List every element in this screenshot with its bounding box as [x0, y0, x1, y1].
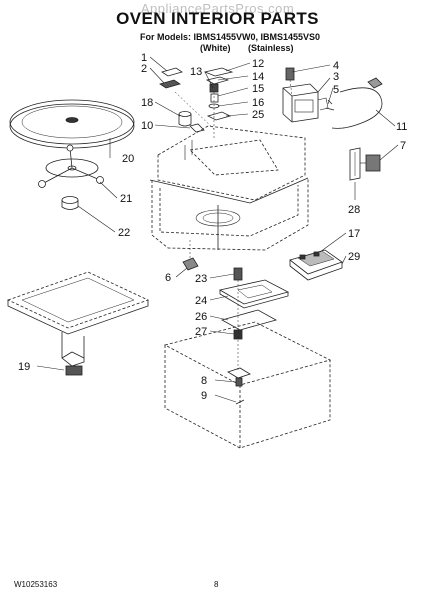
callout-14: 14 [252, 71, 264, 83]
fuse-holder-drawing [349, 147, 381, 181]
callout-29: 29 [348, 251, 360, 263]
callout-26: 26 [195, 311, 207, 323]
callout-3: 3 [333, 71, 339, 83]
control-board-drawing [289, 249, 343, 281]
page-title: OVEN INTERIOR PARTS [116, 9, 319, 28]
callout-numbers: 1 2 3 4 5 6 7 8 9 10 11 12 13 14 15 16 1… [18, 52, 407, 402]
callout-13: 13 [190, 66, 202, 78]
callout-20: 20 [122, 153, 134, 165]
document-number: W10253163 [14, 580, 58, 589]
variant-white: (White) [200, 43, 231, 53]
callout-16: 16 [252, 97, 264, 109]
callout-21: 21 [120, 193, 132, 205]
callout-5: 5 [333, 84, 339, 96]
base-plate-drawing [163, 321, 332, 449]
oven-cavity-drawing [151, 178, 309, 251]
callout-17: 17 [348, 228, 360, 240]
callout-23: 23 [195, 273, 207, 285]
callout-11: 11 [396, 121, 407, 133]
callout-9: 9 [201, 390, 207, 402]
callout-28: 28 [348, 204, 360, 216]
callout-7: 7 [400, 140, 406, 152]
callout-19: 19 [18, 361, 30, 373]
turntable-tray-drawing [9, 99, 135, 149]
page-number: 8 [214, 580, 219, 589]
callout-1: 1 [141, 52, 147, 64]
callout-22: 22 [118, 227, 130, 239]
callout-8: 8 [201, 375, 207, 387]
callout-4: 4 [333, 60, 339, 72]
power-cord-drawing [331, 77, 383, 129]
callout-25: 25 [252, 109, 264, 121]
variant-stainless: (Stainless) [248, 43, 294, 53]
callout-18: 18 [141, 97, 153, 109]
roller-guide-drawing [38, 144, 104, 188]
model-numbers: For Models: IBMS1455VW0, IBMS1455VS0 [140, 32, 321, 42]
coupler-drawing [61, 196, 79, 210]
bracket-drawing [182, 240, 199, 271]
leader-lines [36, 56, 399, 403]
small-parts-drawing [159, 67, 234, 140]
watermark: AppliancePartsPros.com [140, 1, 295, 16]
bottom-plates-drawing [218, 267, 290, 370]
callout-24: 24 [195, 295, 207, 307]
cavity-wrapper-drawing [149, 125, 309, 204]
callout-12: 12 [252, 58, 264, 70]
callout-2: 2 [141, 63, 147, 75]
callout-6: 6 [165, 272, 171, 284]
callout-15: 15 [252, 83, 264, 95]
magnetron-drawing [282, 67, 335, 123]
door-assembly-drawing [6, 271, 150, 376]
callout-10: 10 [141, 120, 153, 132]
callout-27: 27 [195, 326, 207, 338]
